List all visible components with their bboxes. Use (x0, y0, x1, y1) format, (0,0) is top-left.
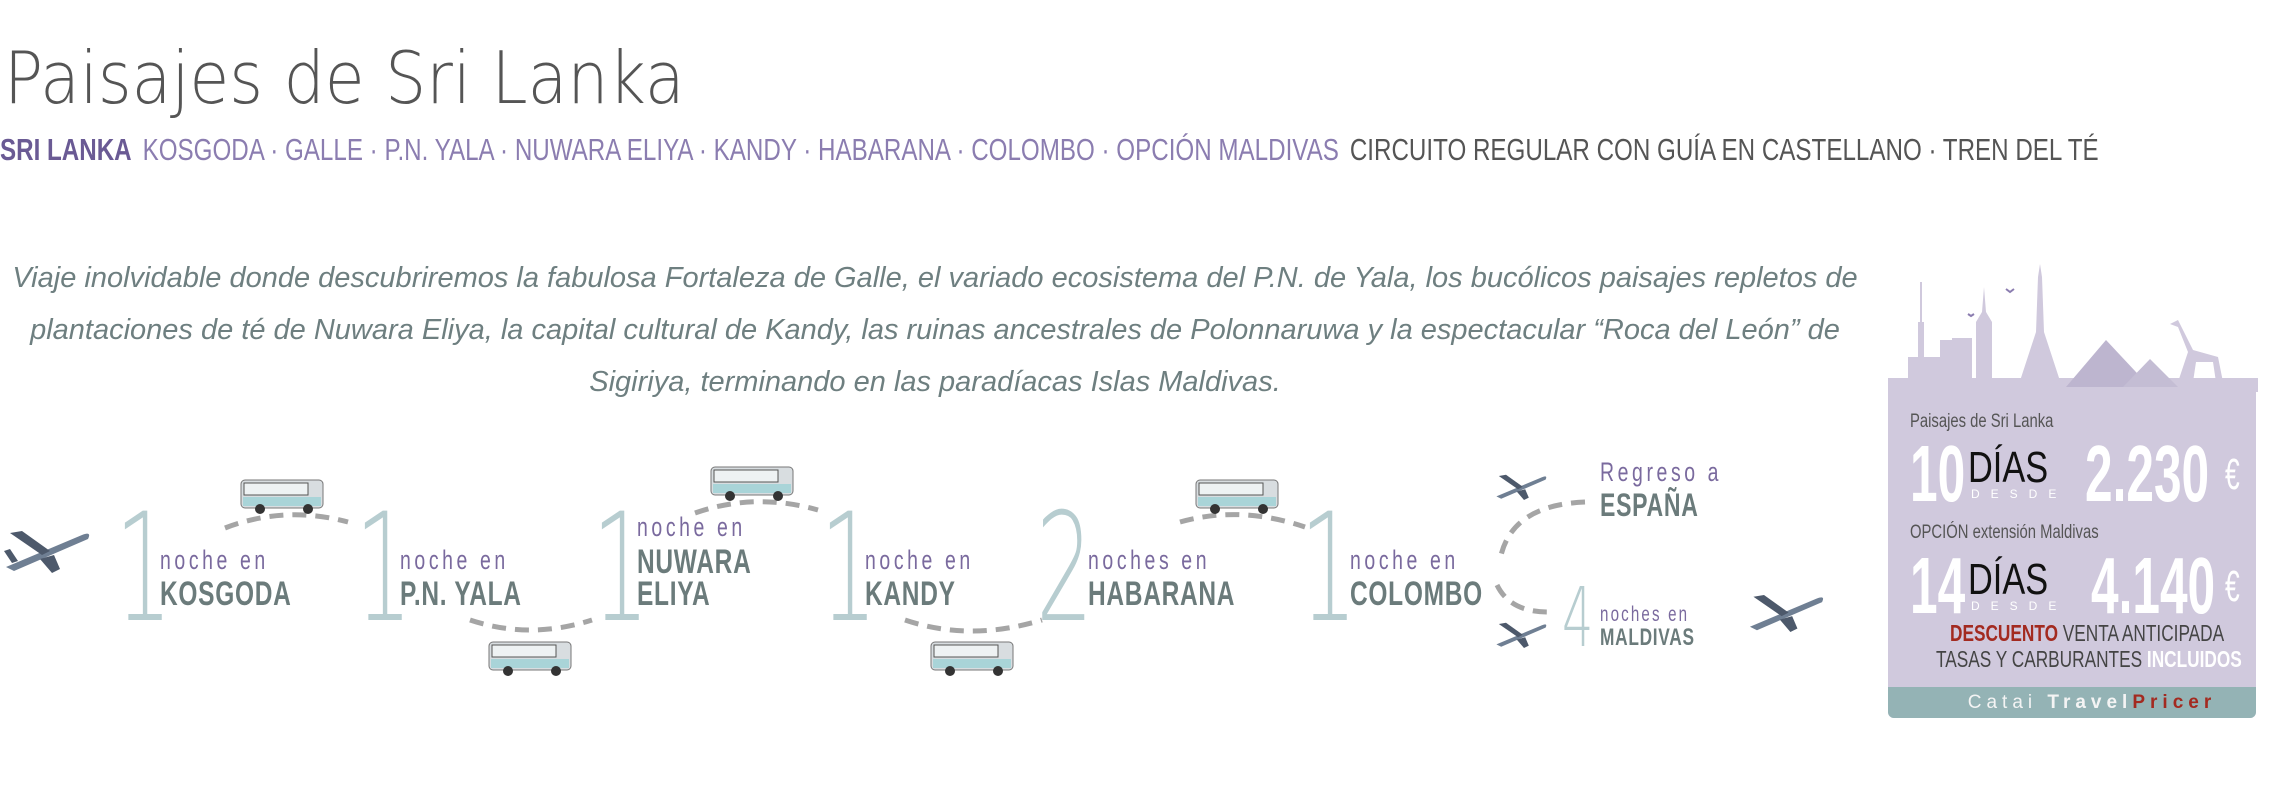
nights-count: 1 (820, 482, 878, 656)
taxes-line: TASAS Y CARBURANTES INCLUIDOS (1936, 646, 2242, 673)
price-card: Paisajes de Sri Lanka 10 DÍAS DESDE 2.23… (1888, 390, 2256, 718)
airplane-icon (1749, 595, 1824, 632)
dash-arc (1179, 512, 1306, 530)
nights-label: noche en (1350, 545, 1459, 575)
nights-count: 1 (115, 482, 173, 656)
nights-label: noches en (1088, 545, 1211, 575)
from-label: DESDE (1971, 487, 2068, 501)
place-name-line1: NUWARA (637, 543, 752, 581)
place-name: P.N. YALA (400, 575, 522, 613)
days-label: DÍAS (1968, 443, 2049, 492)
route-label: KOSGODA · GALLE · P.N. YALA · NUWARA ELI… (142, 132, 1339, 167)
skyline-illustration (1888, 264, 2258, 392)
bus-icon (930, 641, 1014, 676)
extras-label: CIRCUITO REGULAR CON GUÍA EN CASTELLANO … (1349, 132, 2099, 167)
discount-rest: VENTA ANTICIPADA (2062, 620, 2225, 646)
taxes-included: INCLUIDOS (2146, 646, 2242, 672)
nights-count: 1 (355, 482, 413, 656)
airplane-icon (4, 531, 90, 573)
taxes-text: TASAS Y CARBURANTES (1936, 646, 2143, 672)
bus-icon (1195, 479, 1279, 514)
days-count: 14 (1910, 541, 1966, 630)
days-label: DÍAS (1968, 555, 2049, 604)
nights-label: noches en (1600, 603, 1690, 626)
country-label: SRI LANKA (0, 132, 132, 167)
place-name: HABARANA (1088, 575, 1236, 613)
brand-travel: Travel (2047, 692, 2133, 713)
trip-description: Viaje inolvidable donde descubriremos la… (12, 262, 1858, 398)
dash-arc (1497, 499, 1586, 561)
dash-arc (1494, 583, 1549, 615)
brand-footer: Catai TravelPricer (1888, 687, 2256, 718)
nights-label: noche en (160, 545, 269, 575)
discount-line: DESCUENTO VENTA ANTICIPADA (1950, 620, 2224, 647)
from-label: DESDE (1971, 599, 2068, 613)
nights-count: 1 (592, 482, 650, 656)
place-name: COLOMBO (1350, 575, 1483, 613)
place-name-line2: ELIYA (637, 575, 711, 613)
currency: € (2225, 450, 2240, 499)
nights-label: noche en (637, 512, 746, 542)
nights-label: noche en (865, 545, 974, 575)
place-name: MALDIVAS (1600, 624, 1695, 651)
trip-name: Paisajes de Sri Lanka (1910, 411, 2054, 432)
nights-count: 2 (1036, 482, 1094, 656)
airplane-icon (1496, 474, 1547, 500)
dash-arc (224, 512, 349, 531)
place-name: KANDY (865, 575, 956, 613)
return-place: ESPAÑA (1600, 487, 1699, 523)
route-dashes (224, 499, 1586, 634)
return-label: Regreso a (1600, 457, 1723, 487)
option-label: OPCIÓN extensión Maldivas (1910, 522, 2099, 543)
bus-icon (710, 466, 794, 501)
dash-arc (469, 617, 593, 633)
airplane-icon (1496, 622, 1547, 648)
price: 2.230 (2085, 429, 2210, 518)
bus-icon (240, 479, 324, 514)
bus-icon (488, 641, 572, 676)
discount-word: DESCUENTO (1950, 620, 2058, 646)
page-title: Paisajes de Sri Lanka (4, 36, 685, 120)
subtitle: SRI LANKA KOSGODA · GALLE · P.N. YALA · N… (0, 132, 2099, 168)
brand-pricer: Pricer (2132, 692, 2217, 713)
place-name: KOSGODA (160, 575, 292, 613)
dash-arc (694, 499, 819, 516)
days-count: 10 (1910, 429, 1966, 518)
currency: € (2225, 562, 2240, 611)
price: 4.140 (2091, 541, 2216, 630)
nights-count: 1 (1300, 482, 1358, 656)
nights-label: noche en (400, 545, 509, 575)
dash-arc (904, 617, 1043, 634)
nights-count: 4 (1562, 571, 1594, 666)
brand-catai: Catai (1967, 692, 2038, 713)
